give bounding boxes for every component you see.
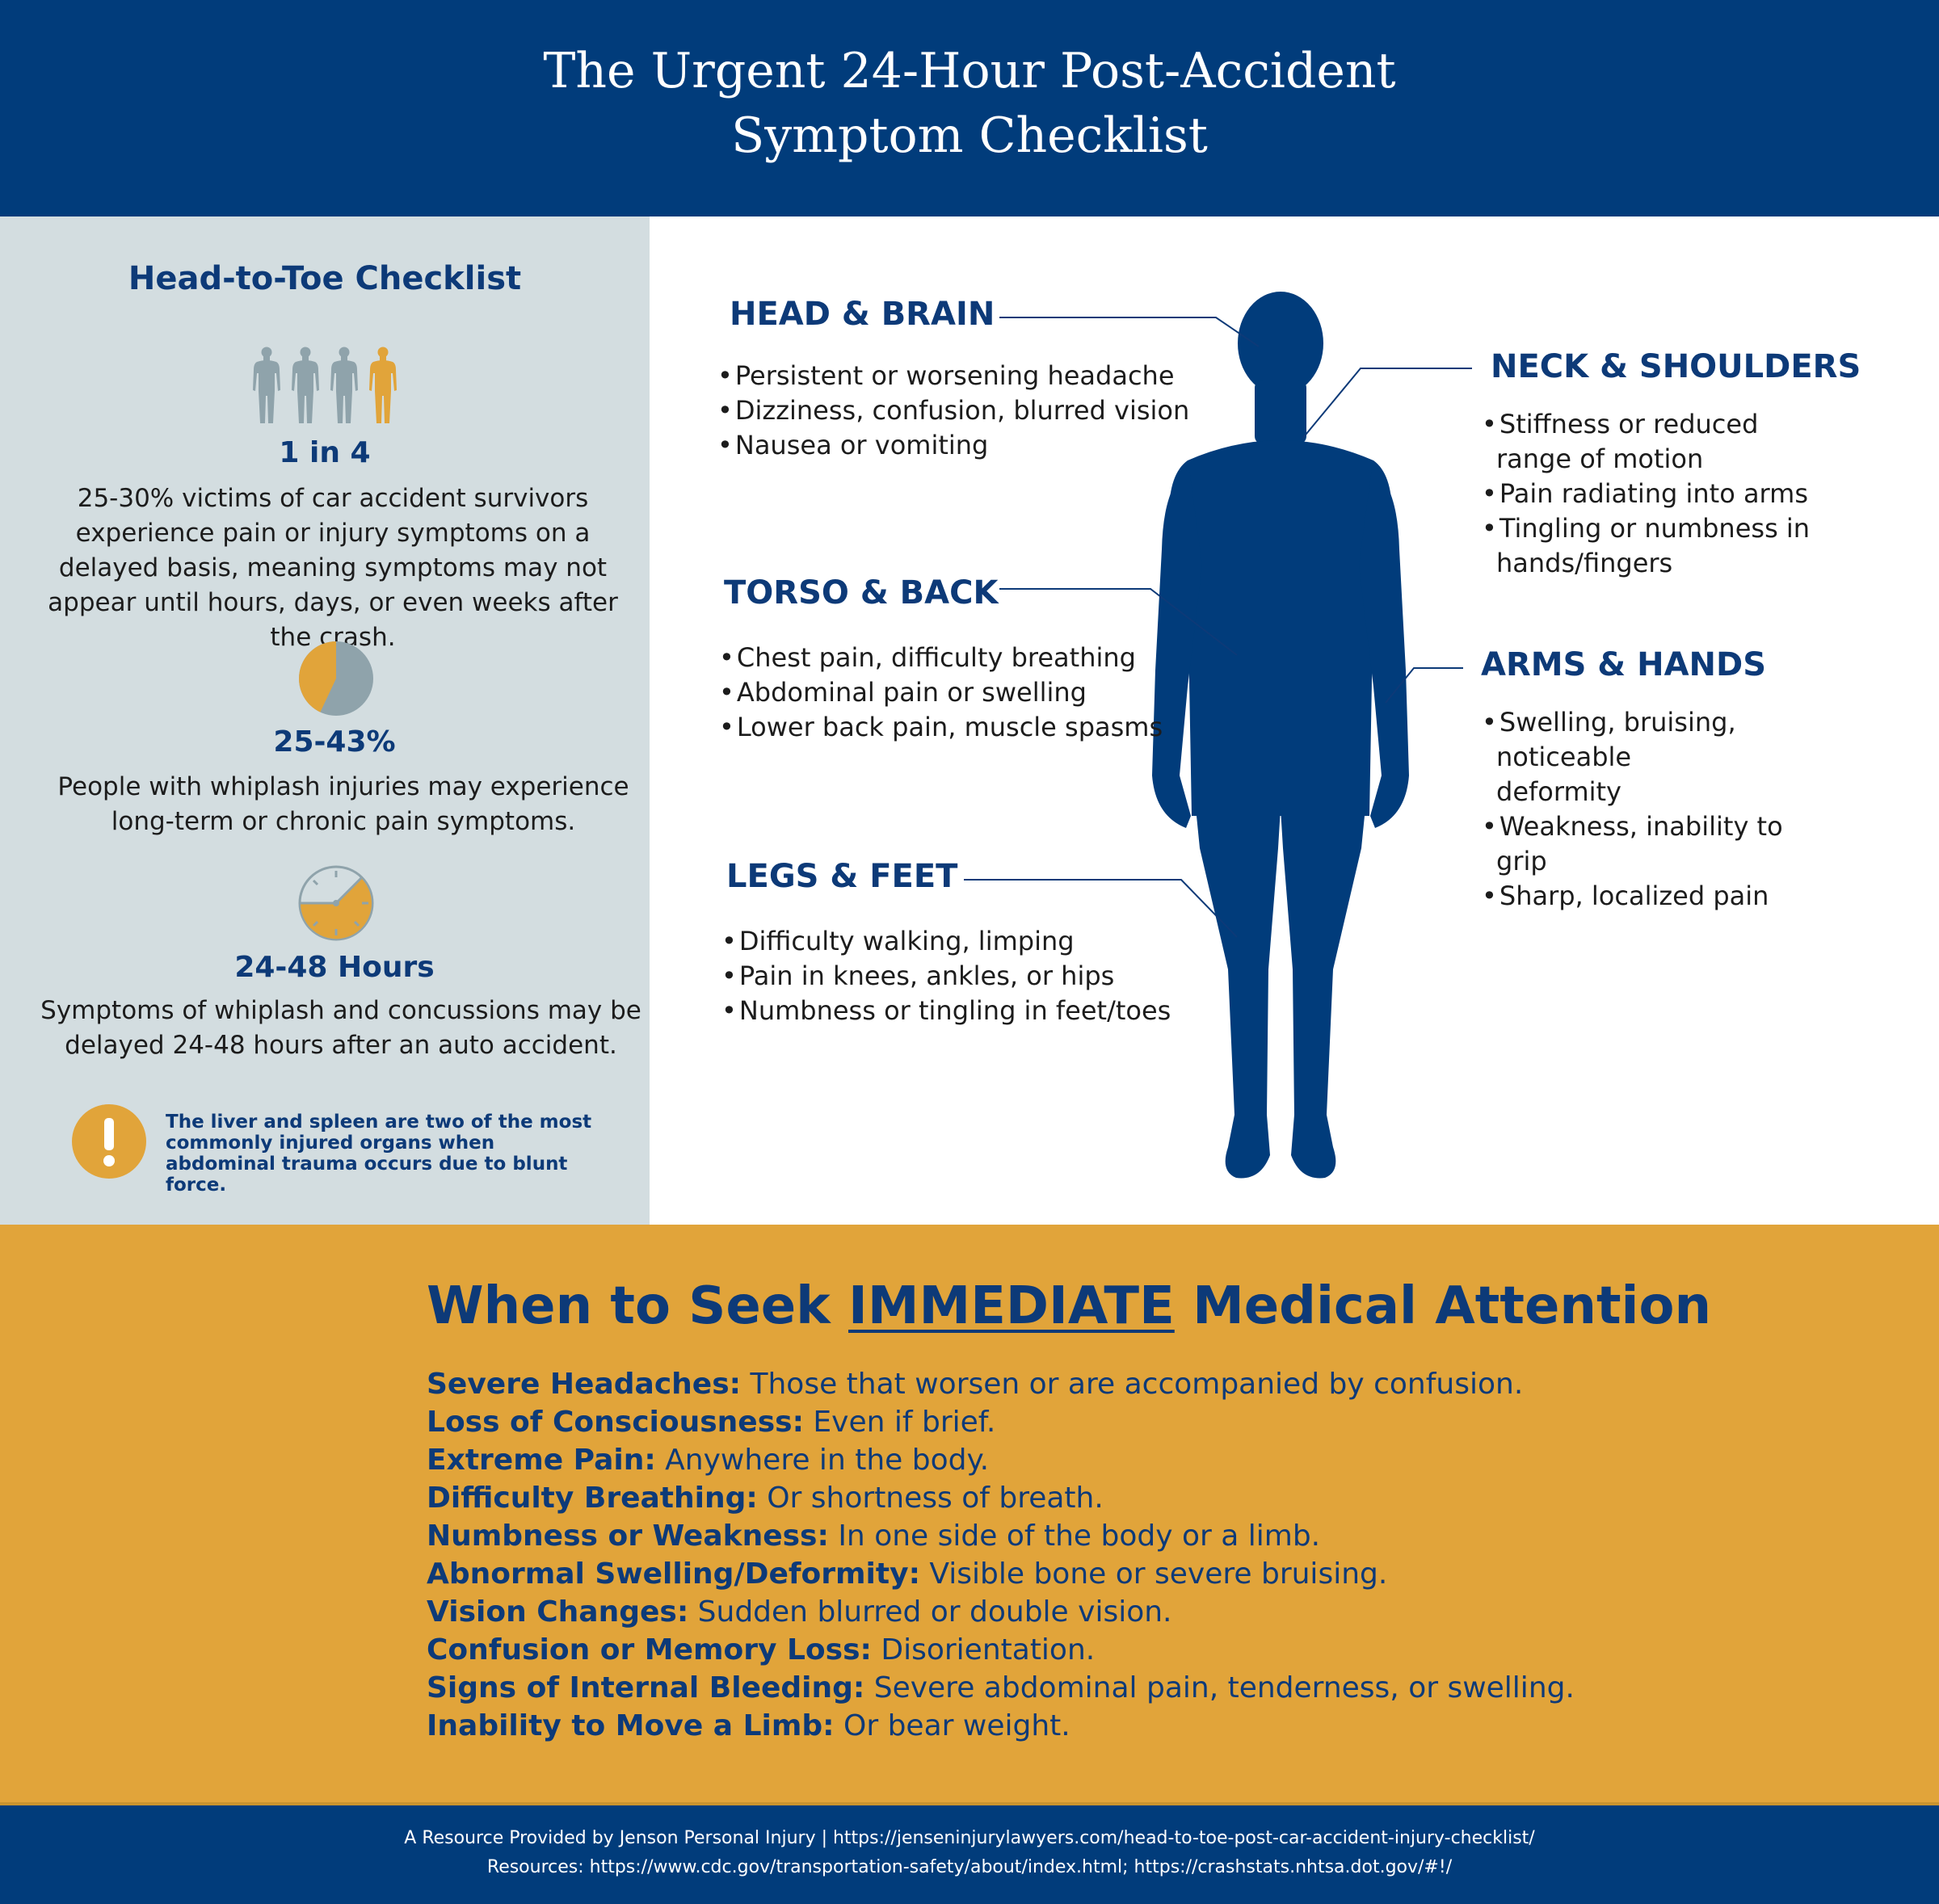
desc: Disorientation. bbox=[871, 1633, 1096, 1667]
desc: In one side of the body or a limb. bbox=[828, 1519, 1321, 1553]
stat-text: People with whiplash injuries may experi… bbox=[57, 772, 629, 836]
list-item: Loss of Consciousness: Even if brief. bbox=[427, 1403, 1575, 1441]
term: Loss of Consciousness: bbox=[427, 1406, 804, 1439]
term: Difficulty Breathing: bbox=[427, 1482, 758, 1515]
term: Extreme Pain: bbox=[427, 1444, 656, 1477]
list-item: Weakness, inability to grip bbox=[1482, 809, 1837, 879]
desc: Sudden blurred or double vision. bbox=[688, 1595, 1172, 1629]
stat-value: 1 in 4 bbox=[279, 436, 371, 469]
list-item: Dizziness, confusion, blurred vision bbox=[717, 393, 1189, 428]
desc: Even if brief. bbox=[803, 1406, 996, 1439]
title-line-2: Symptom Checklist bbox=[731, 107, 1208, 164]
legs-feet-heading: LEGS & FEET bbox=[726, 858, 958, 895]
header-banner bbox=[0, 0, 1939, 216]
list-item: Swelling, bruising, noticeable deformity bbox=[1482, 705, 1748, 809]
list-item: Chest pain, difficulty breathing bbox=[719, 641, 1163, 675]
term: Abnormal Swelling/Deformity: bbox=[427, 1557, 920, 1591]
title-line-1: The Urgent 24-Hour Post-Accident bbox=[543, 43, 1396, 99]
list-item: Pain in knees, ankles, or hips bbox=[721, 959, 1171, 994]
footer-credit: A Resource Provided by Jenson Personal I… bbox=[404, 1828, 1535, 1848]
body-silhouette bbox=[1152, 292, 1409, 1179]
footer bbox=[0, 1802, 1939, 1904]
body-diagram bbox=[964, 292, 1472, 1179]
desc: Severe abdominal pain, tenderness, or sw… bbox=[864, 1671, 1575, 1704]
immediate-heading: When to Seek IMMEDIATE Medical Attention bbox=[427, 1276, 1711, 1336]
list-item: Numbness or Weakness: In one side of the… bbox=[427, 1517, 1575, 1555]
left-panel bbox=[0, 216, 650, 1225]
term: Vision Changes: bbox=[427, 1595, 689, 1629]
heading-part: When to Seek bbox=[427, 1276, 848, 1336]
stat-value: 24-48 Hours bbox=[234, 951, 435, 984]
list-item: Signs of Internal Bleeding: Severe abdom… bbox=[427, 1669, 1575, 1707]
stat-text: Symptoms of whiplash and concussions may… bbox=[40, 996, 641, 1060]
stat-value: 25-43% bbox=[273, 725, 396, 759]
desc: Or bear weight. bbox=[834, 1709, 1070, 1742]
torso-back-list: Chest pain, difficulty breathing Abdomin… bbox=[719, 641, 1163, 745]
neck-shoulders-heading: NECK & SHOULDERS bbox=[1491, 348, 1861, 385]
list-item: Extreme Pain: Anywhere in the body. bbox=[427, 1441, 1575, 1479]
left-panel-heading: Head-to-Toe Checklist bbox=[128, 260, 522, 297]
pie-slice bbox=[299, 641, 336, 712]
desc: Those that worsen or are accompanied by … bbox=[741, 1368, 1524, 1401]
list-item: Difficulty walking, limping bbox=[721, 924, 1171, 959]
term: Severe Headaches: bbox=[427, 1368, 742, 1401]
list-item: Nausea or vomiting bbox=[717, 428, 1189, 463]
pie-icon bbox=[299, 641, 373, 716]
page-title: The Urgent 24-Hour Post-Accident Symptom… bbox=[0, 39, 1939, 168]
heading-part: Medical Attention bbox=[1174, 1276, 1711, 1336]
list-item: Tingling or numbness in hands/fingers bbox=[1482, 511, 1829, 581]
list-item: Sharp, localized pain bbox=[1482, 879, 1837, 914]
list-item: Numbness or tingling in feet/toes bbox=[721, 994, 1171, 1028]
term: Numbness or Weakness: bbox=[427, 1519, 829, 1553]
head-brain-heading: HEAD & BRAIN bbox=[730, 296, 995, 333]
term: Signs of Internal Bleeding: bbox=[427, 1671, 865, 1704]
footer-resources: Resources: https://www.cdc.gov/transport… bbox=[486, 1857, 1453, 1877]
list-item: Vision Changes: Sudden blurred or double… bbox=[427, 1593, 1575, 1631]
desc: Anywhere in the body. bbox=[655, 1444, 990, 1477]
legs-feet-list: Difficulty walking, limping Pain in knee… bbox=[721, 924, 1171, 1028]
immediate-list: Severe Headaches: Those that worsen or a… bbox=[427, 1365, 1575, 1745]
term: Inability to Move a Limb: bbox=[427, 1709, 835, 1742]
heading-emphasis: IMMEDIATE bbox=[848, 1276, 1175, 1336]
list-item: Pain radiating into arms bbox=[1482, 477, 1829, 511]
list-item: Stiffness or reduced range of motion bbox=[1482, 407, 1829, 477]
list-item: Persistent or worsening headache bbox=[717, 359, 1189, 393]
list-item: Confusion or Memory Loss: Disorientation… bbox=[427, 1631, 1575, 1669]
list-item: Difficulty Breathing: Or shortness of br… bbox=[427, 1479, 1575, 1517]
list-item: Severe Headaches: Those that worsen or a… bbox=[427, 1365, 1575, 1403]
neck-shoulders-list: Stiffness or reduced range of motion Pai… bbox=[1482, 407, 1829, 581]
arms-hands-heading: ARMS & HANDS bbox=[1481, 646, 1767, 683]
list-item: Lower back pain, muscle spasms bbox=[719, 710, 1163, 745]
warning-text: The liver and spleen are two of the most… bbox=[166, 1112, 592, 1196]
desc: Or shortness of breath. bbox=[757, 1482, 1104, 1515]
list-item: Abdominal pain or swelling bbox=[719, 675, 1163, 710]
exclamation-icon bbox=[72, 1104, 146, 1179]
stat-text: 25-30% victims of car accident survivors… bbox=[48, 484, 618, 652]
immediate-attention-section bbox=[0, 1225, 1939, 1802]
clock-icon bbox=[298, 865, 374, 941]
list-item: Inability to Move a Limb: Or bear weight… bbox=[427, 1707, 1575, 1745]
list-item: Abnormal Swelling/Deformity: Visible bon… bbox=[427, 1555, 1575, 1593]
term: Confusion or Memory Loss: bbox=[427, 1633, 872, 1667]
torso-back-heading: TORSO & BACK bbox=[724, 574, 999, 612]
leader-lines bbox=[964, 317, 1472, 938]
arms-hands-list: Swelling, bruising, noticeable deformity… bbox=[1482, 705, 1837, 914]
desc: Visible bone or severe bruising. bbox=[919, 1557, 1388, 1591]
head-brain-list: Persistent or worsening headache Dizzine… bbox=[717, 359, 1189, 463]
